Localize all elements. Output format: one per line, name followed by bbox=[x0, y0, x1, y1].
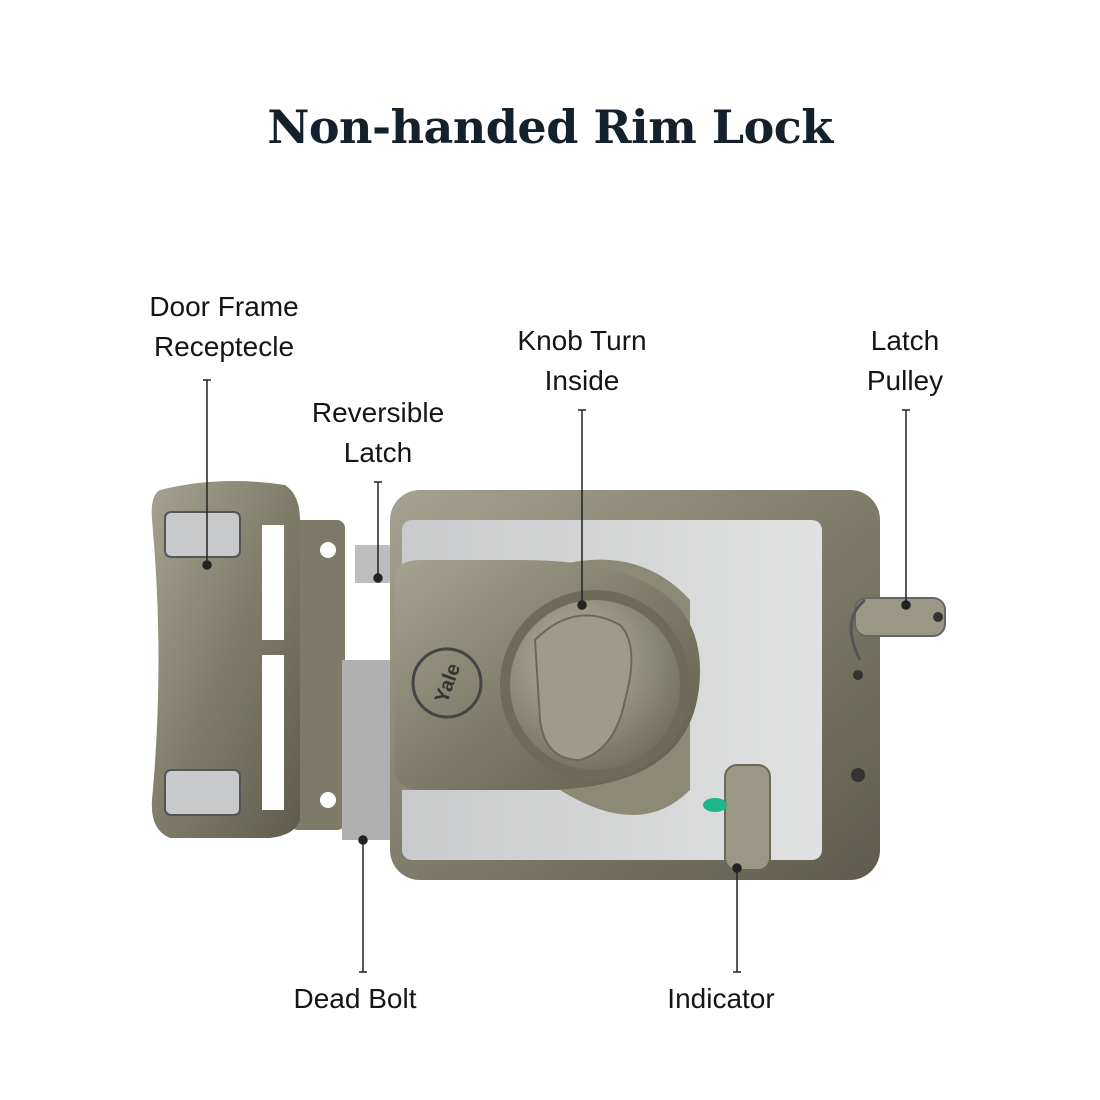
label-indicator: Indicator bbox=[667, 983, 775, 1014]
label-knob-turn-inside: Knob Turn Inside bbox=[462, 321, 702, 401]
yale-logo bbox=[411, 647, 483, 719]
label-line: Receptecle bbox=[153, 331, 295, 362]
label-line: Latch bbox=[343, 437, 413, 468]
door-frame-receptacle bbox=[151, 481, 345, 838]
label-line: Latch bbox=[870, 325, 940, 356]
label-reversible-latch: Reversible Latch bbox=[258, 393, 498, 473]
indicator-light bbox=[703, 798, 727, 812]
label-line: Door Frame bbox=[149, 291, 299, 322]
label-dead-bolt: Dead Bolt bbox=[293, 983, 417, 1014]
label-latch-pulley: Latch Pulley bbox=[785, 321, 1025, 401]
label-line: Inside bbox=[544, 365, 620, 396]
label-door-frame-receptacle: Door Frame Receptecle bbox=[104, 287, 344, 367]
label-line: Pulley bbox=[866, 365, 944, 396]
latch-pulley bbox=[849, 597, 946, 661]
label-line: Knob Turn bbox=[517, 325, 647, 356]
label-line: Reversible bbox=[311, 397, 445, 428]
lock-body: Yale bbox=[390, 490, 880, 880]
indicator-knob bbox=[724, 764, 771, 871]
leader-lines bbox=[202, 379, 911, 973]
page-title: Non-handed Rim Lock bbox=[267, 100, 833, 154]
